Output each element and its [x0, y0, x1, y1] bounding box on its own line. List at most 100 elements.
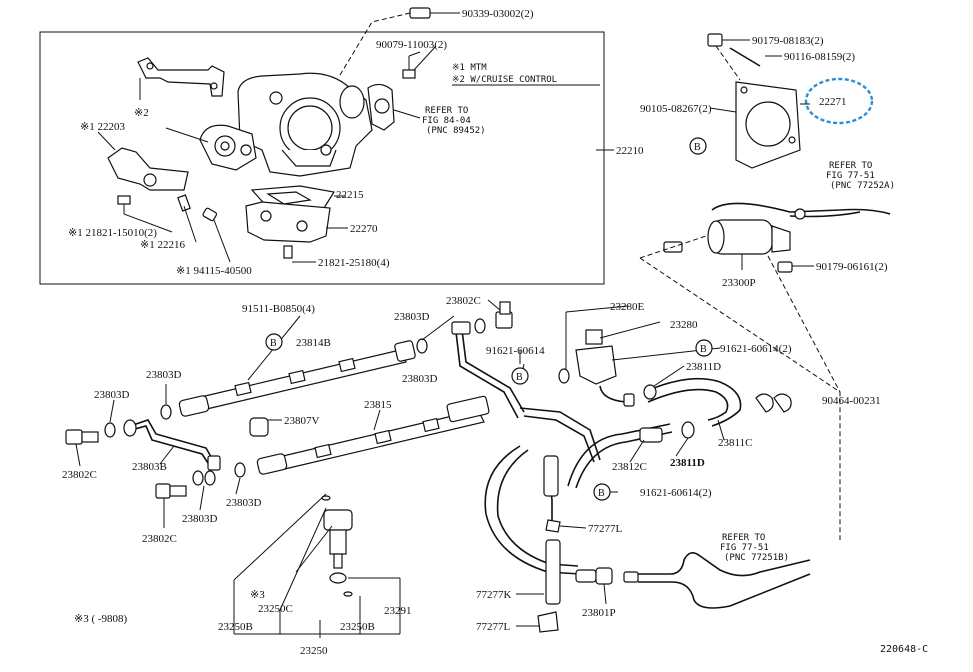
throttle-group-frame: [39, 31, 605, 285]
fuel-pipe-center: [451, 321, 601, 463]
svg-text:REFER TO: REFER TO: [425, 106, 468, 116]
part-labels: 90339-03002(2) 90079-11003(2) ※2 ※1 2220…: [62, 8, 928, 657]
label-23807V: 23807V: [284, 415, 320, 427]
screw-90339: [339, 7, 460, 76]
label-23802C-b: 23802C: [62, 469, 97, 481]
svg-text:(PNC 89452): (PNC 89452): [426, 126, 486, 136]
hose-23811C: [643, 377, 742, 427]
bracket-cruise: [137, 57, 225, 100]
label-90179-08183: 90179-08183(2): [752, 35, 824, 47]
label-91621-60614-a: 91621-60614: [486, 345, 545, 357]
label-23250B-a: 23250B: [218, 621, 253, 633]
screw-90179-08183: [707, 33, 750, 47]
label-90179-06161: 90179-06161(2): [816, 261, 888, 273]
leader-lines: [75, 45, 810, 627]
label-21821-25180: 21821-25180(4): [318, 257, 390, 269]
label-23812C: 23812C: [612, 461, 647, 473]
washer-23803D-a: [474, 318, 486, 334]
label-23300P: 23300P: [722, 277, 756, 289]
stud-22216: [177, 194, 191, 212]
washer-23803D-c: [104, 419, 137, 438]
svg-text:B: B: [598, 488, 605, 499]
diagram-code: 220648-C: [880, 644, 928, 655]
pipe-23803B: [123, 419, 221, 471]
screw-21821-25180: [283, 245, 316, 263]
label-23811D-a: 23811D: [686, 361, 721, 373]
injector-23250: [321, 495, 353, 597]
label-90079-11003: 90079-11003(2): [376, 39, 447, 51]
body-22270: [245, 201, 348, 243]
svg-text:REFER TO: REFER TO: [829, 161, 872, 171]
label-91511-B0850: 91511-B0850(4): [242, 303, 315, 315]
svg-text:REFER TO: REFER TO: [722, 533, 765, 543]
refer-note-2: REFER TO FIG 77-51 (PNC 77252A): [826, 161, 895, 191]
highlight-22271: [804, 77, 874, 125]
label-90339-03002: 90339-03002(2): [462, 8, 534, 20]
b-marker-3: B: [511, 367, 529, 385]
refer-note-3: REFER TO FIG 77-51 (PNC 77251B): [720, 533, 789, 563]
label-77277L-b: 77277L: [476, 621, 511, 633]
label-22271: 22271: [819, 96, 847, 108]
rail-23815: [256, 395, 490, 475]
label-91621-60614-b: 91621-60614(2): [720, 343, 792, 355]
legend-note-3: ※3 ( -9808): [74, 613, 128, 625]
throttle-body: [237, 72, 373, 177]
label-77277L-a: 77277L: [588, 523, 623, 535]
bolt-23802C-c: [155, 483, 187, 499]
label-23803D-c: 23803D: [94, 389, 130, 401]
label-122216: ※1 22216: [140, 239, 185, 251]
label-21821-15010: ※1 21821-15010(2): [68, 227, 157, 239]
sensor-89452: [367, 83, 421, 131]
label-23291: 23291: [384, 605, 412, 617]
label-23250C: 23250C: [258, 603, 293, 615]
label-23811D-b: 23811D: [670, 457, 705, 469]
legend-note-1: ※1 MTM: [452, 63, 487, 73]
label-90105-08267: 90105-08267(2): [640, 103, 712, 115]
throttle-linkage: [199, 124, 257, 171]
screw-90079: [402, 51, 421, 79]
label-star2: ※2: [134, 107, 149, 119]
washer-23803D-f: [234, 462, 246, 478]
bolt-23802C-b: [65, 429, 99, 445]
label-23802C-a: 23802C: [446, 295, 481, 307]
label-23280E: 23280E: [610, 301, 645, 313]
legend-note-2: ※2 W/CRUISE CONTROL: [452, 75, 557, 85]
label-star3: ※3: [250, 589, 265, 601]
regulator-23280: [558, 329, 635, 407]
hose-23812C: [567, 421, 695, 489]
label-23815: 23815: [364, 399, 392, 411]
label-23803D-d: 23803D: [146, 369, 182, 381]
rail-23814B: [178, 340, 416, 417]
label-23803D-a: 23803D: [394, 311, 430, 323]
svg-text:FIG 77-51: FIG 77-51: [826, 171, 875, 181]
b-marker-2: B: [265, 333, 283, 351]
b-marker-5: B: [593, 483, 611, 501]
label-90116-08159: 90116-08159(2): [784, 51, 855, 63]
svg-text:B: B: [270, 338, 277, 349]
label-23803D-b: 23803D: [402, 373, 438, 385]
label-23814B: 23814B: [296, 337, 331, 349]
clip-23807V: [249, 417, 282, 437]
washer-23803D-b: [416, 338, 428, 354]
clip-90464: [755, 393, 792, 413]
label-22270: 22270: [350, 223, 378, 235]
label-23811C: 23811C: [718, 437, 752, 449]
label-77277K: 77277K: [476, 589, 512, 601]
washer-23803D-d: [160, 404, 172, 420]
idle-valve-22203: [97, 131, 189, 191]
bolt-90116-08159: [715, 45, 782, 81]
svg-text:B: B: [694, 142, 701, 153]
refer-note-1: REFER TO FIG 84-04 (PNC 89452): [422, 106, 486, 136]
label-91621-60614-c: 91621-60614(2): [640, 487, 712, 499]
svg-text:FIG 77-51: FIG 77-51: [720, 543, 769, 553]
svg-text:(PNC 77251B): (PNC 77251B): [724, 553, 789, 563]
label-23803B: 23803B: [132, 461, 167, 473]
hose-loop-77277: [484, 445, 581, 633]
label-23280: 23280: [670, 319, 698, 331]
bolt-23802C-a: [495, 301, 513, 329]
label-122203: ※1 22203: [80, 121, 125, 133]
svg-text:B: B: [700, 344, 707, 355]
label-22210: 22210: [616, 145, 644, 157]
fitting-23801P: [575, 552, 811, 609]
